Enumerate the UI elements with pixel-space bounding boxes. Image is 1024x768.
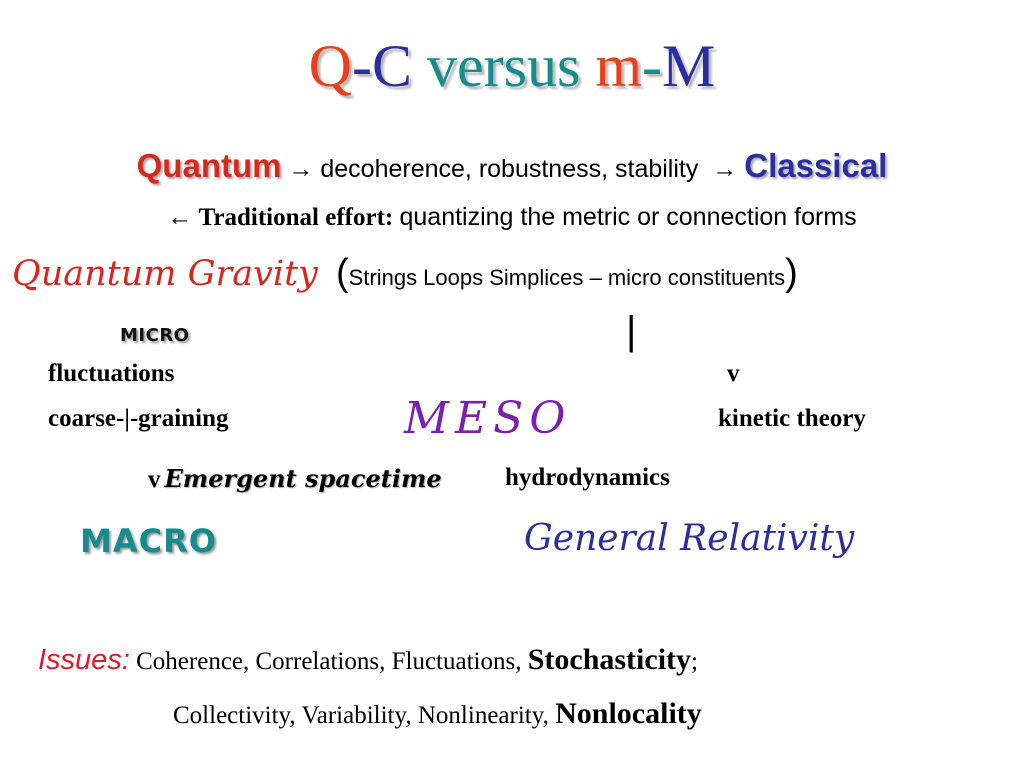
traditional-effort-line: ← Traditional effort: quantizing the met… bbox=[0, 197, 1024, 238]
quantum-classical-line: Quantum → decoherence, robustness, stabi… bbox=[0, 144, 1024, 191]
emergent-spacetime-line: v Emergent spacetime bbox=[148, 464, 442, 494]
quantum-gravity-line: Quantum Gravity (Strings Loops Simplices… bbox=[12, 248, 798, 303]
title-dash-1: - bbox=[352, 33, 372, 99]
title-versus: versus bbox=[427, 33, 581, 99]
kinetic-theory-label: kinetic theory bbox=[718, 405, 866, 432]
coarse-graining-label: coarse-|-graining bbox=[48, 405, 229, 432]
emergent-spacetime-label: Emergent spacetime bbox=[164, 464, 442, 493]
vertical-bar: | bbox=[626, 309, 637, 353]
traditional-effort-label: Traditional effort: bbox=[198, 204, 394, 231]
arrow-v-label-2: v bbox=[148, 466, 161, 493]
traditional-effort-text: quantizing the metric or connection form… bbox=[399, 203, 857, 231]
quantum-label: Quantum bbox=[136, 147, 282, 184]
title-c: C bbox=[371, 33, 413, 99]
issues-text-1: Coherence, Correlations, Fluctuations, bbox=[136, 648, 522, 675]
title-dash-2: - bbox=[642, 33, 662, 99]
micro-label: MICRO bbox=[120, 325, 190, 346]
title-q: Q bbox=[308, 33, 352, 99]
meso-label: MESO bbox=[404, 393, 572, 444]
title-m-big: M bbox=[661, 33, 716, 99]
issues-line-2: Collectivity, Variability, Nonlinearity,… bbox=[173, 697, 702, 731]
title-m-small: m bbox=[595, 33, 642, 99]
constituents-text: Strings Loops Simplices – micro constitu… bbox=[348, 265, 786, 290]
fluctuations-label: fluctuations bbox=[48, 360, 175, 387]
macro-label: MACRO bbox=[80, 522, 217, 560]
issues-line-1: Issues: Coherence, Correlations, Fluctua… bbox=[38, 643, 698, 677]
nonlocality-label: Nonlocality bbox=[555, 697, 702, 730]
slide-title: Q-C versus m-M bbox=[0, 30, 1024, 102]
issues-text-2: Collectivity, Variability, Nonlinearity, bbox=[173, 702, 549, 729]
hydrodynamics-label: hydrodynamics bbox=[505, 464, 670, 491]
arrow-v-label: v bbox=[727, 360, 740, 387]
quantum-gravity-label: Quantum Gravity bbox=[12, 254, 318, 294]
general-relativity-label: General Relativity bbox=[524, 518, 855, 559]
arrow-left-icon: ← bbox=[167, 203, 193, 231]
semicolon: ; bbox=[691, 648, 698, 675]
arrow-right-icon-2: → bbox=[712, 155, 738, 183]
arrow-right-icon: → bbox=[288, 155, 314, 183]
close-paren: ) bbox=[785, 252, 798, 294]
classical-label: Classical bbox=[744, 147, 888, 184]
decoherence-text: decoherence, robustness, stability bbox=[320, 155, 699, 183]
open-paren: ( bbox=[335, 252, 349, 294]
issues-label: Issues: bbox=[38, 644, 130, 676]
stochasticity-label: Stochasticity bbox=[527, 643, 692, 676]
